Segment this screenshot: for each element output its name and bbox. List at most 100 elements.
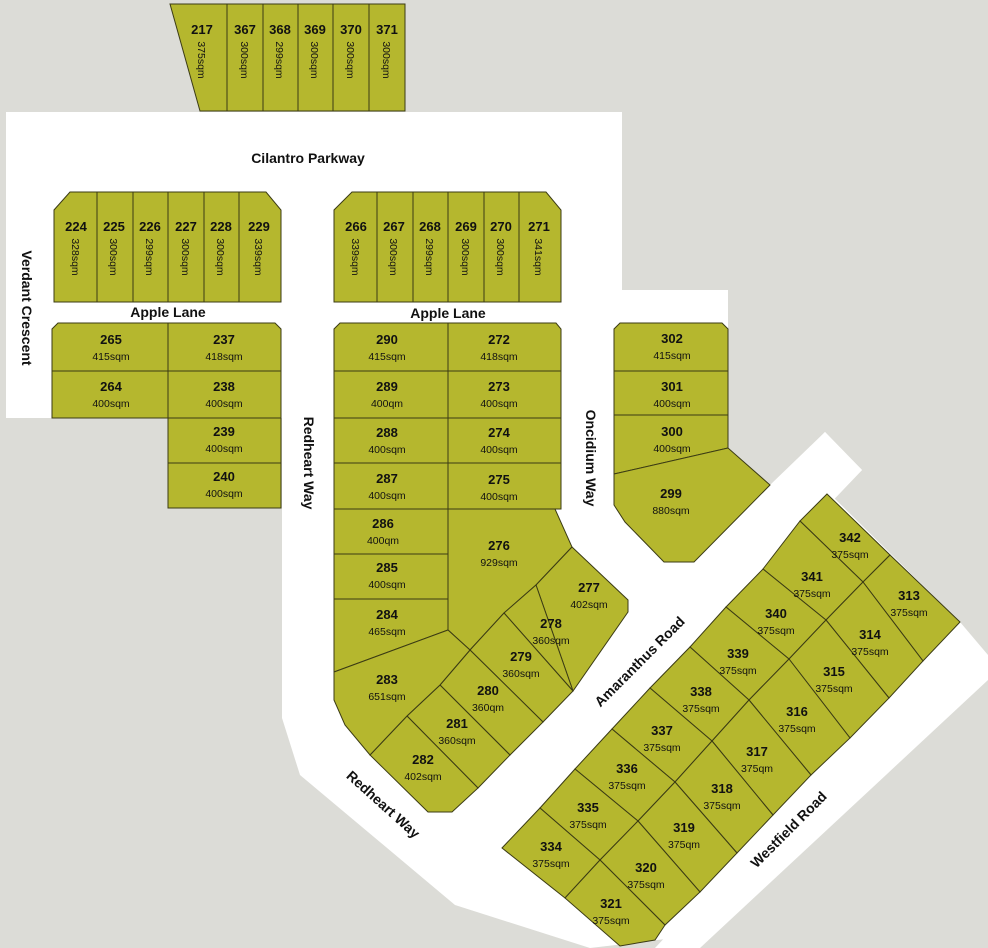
lot-area-336: 375sqm <box>608 780 646 792</box>
lot-area-314: 375sqm <box>851 646 889 658</box>
lot-228[interactable] <box>203 191 240 303</box>
lot-number-318: 318 <box>711 781 733 796</box>
lot-number-317: 317 <box>746 744 768 759</box>
lot-area-225: 300sqm <box>107 238 119 276</box>
lot-number-225: 225 <box>103 219 125 234</box>
lot-number-367: 367 <box>234 22 256 37</box>
road-label-redheart-vertical: Redheart Way <box>301 417 317 510</box>
lot-number-273: 273 <box>488 379 510 394</box>
lot-number-342: 342 <box>839 530 861 545</box>
lot-288[interactable] <box>333 417 449 464</box>
block-224-229 <box>53 191 282 303</box>
road-label-cilantro: Cilantro Parkway <box>251 150 365 166</box>
lot-number-302: 302 <box>661 331 683 346</box>
lot-275[interactable] <box>447 462 562 510</box>
lot-277[interactable] <box>535 546 629 693</box>
lot-370[interactable] <box>332 3 370 112</box>
lot-238[interactable] <box>167 370 282 419</box>
lot-287[interactable] <box>333 462 449 510</box>
lot-237[interactable] <box>167 322 282 372</box>
lot-number-266: 266 <box>345 219 367 234</box>
lot-229[interactable] <box>238 191 282 303</box>
lot-227[interactable] <box>167 191 205 303</box>
lot-number-337: 337 <box>651 723 673 738</box>
lot-285[interactable] <box>333 553 449 600</box>
lot-number-316: 316 <box>786 704 808 719</box>
lot-number-371: 371 <box>376 22 398 37</box>
lot-number-341: 341 <box>801 569 823 584</box>
lot-area-277: 402sqm <box>570 599 608 611</box>
lot-number-320: 320 <box>635 860 657 875</box>
lot-number-238: 238 <box>213 379 235 394</box>
lot-265[interactable] <box>51 322 169 372</box>
lot-240[interactable] <box>167 462 282 509</box>
block-diagonal <box>501 493 961 947</box>
lot-271[interactable] <box>518 191 562 303</box>
lot-area-272: 418sqm <box>480 351 518 363</box>
lot-368[interactable] <box>262 3 299 112</box>
lot-area-275: 400sqm <box>480 491 518 503</box>
lot-area-237: 418sqm <box>205 351 243 363</box>
lot-area-288: 400sqm <box>368 444 406 456</box>
lot-369[interactable] <box>297 3 334 112</box>
lot-area-282: 402sqm <box>404 771 442 783</box>
lot-area-290: 415sqm <box>368 351 406 363</box>
lot-225[interactable] <box>96 191 134 303</box>
lot-area-321: 375sqm <box>592 915 630 927</box>
lot-area-224: 328sqm <box>69 238 81 276</box>
lot-267[interactable] <box>376 191 414 303</box>
lot-283[interactable] <box>333 629 471 756</box>
block-top <box>169 3 406 112</box>
block-266-271 <box>333 191 562 303</box>
lot-273[interactable] <box>447 370 562 419</box>
lot-area-270: 300sqm <box>494 238 506 276</box>
lot-area-281: 360sqm <box>438 735 476 747</box>
lot-224[interactable] <box>53 191 98 303</box>
lot-area-340: 375sqm <box>757 625 795 637</box>
road-label-apple-right: Apple Lane <box>410 305 486 321</box>
lot-area-334: 375sqm <box>532 858 570 870</box>
lot-272[interactable] <box>447 322 562 372</box>
road-area-westfield <box>655 622 988 948</box>
lot-area-370: 300sqm <box>344 41 356 79</box>
lot-area-371: 300sqm <box>380 41 392 79</box>
lot-270[interactable] <box>483 191 520 303</box>
lot-274[interactable] <box>447 417 562 464</box>
lot-area-286: 400qm <box>367 535 399 547</box>
lot-269[interactable] <box>447 191 485 303</box>
lot-area-299: 880sqm <box>652 505 690 517</box>
lot-number-237: 237 <box>213 332 235 347</box>
lot-264[interactable] <box>51 370 169 419</box>
lot-number-227: 227 <box>175 219 197 234</box>
lot-289[interactable] <box>333 370 449 419</box>
lot-321[interactable] <box>564 859 666 947</box>
lot-299[interactable] <box>613 447 771 563</box>
lot-area-238: 400sqm <box>205 398 243 410</box>
lot-area-229: 339sqm <box>252 238 264 276</box>
lot-286[interactable] <box>333 508 449 555</box>
lot-number-282: 282 <box>412 752 434 767</box>
lot-area-267: 300sqm <box>387 238 399 276</box>
lot-number-319: 319 <box>673 820 695 835</box>
lot-266[interactable] <box>333 191 378 303</box>
lot-area-369: 300sqm <box>308 41 320 79</box>
lot-number-315: 315 <box>823 664 845 679</box>
block-center <box>333 322 629 813</box>
lot-239[interactable] <box>167 417 282 464</box>
lot-area-276: 929sqm <box>480 557 518 569</box>
lot-number-271: 271 <box>528 219 550 234</box>
lot-area-274: 400sqm <box>480 444 518 456</box>
lot-371[interactable] <box>368 3 406 112</box>
road-area-amaranthus <box>465 432 862 850</box>
lot-number-226: 226 <box>139 219 161 234</box>
lot-area-316: 375sqm <box>778 723 816 735</box>
lot-area-265: 415sqm <box>92 351 130 363</box>
lot-268[interactable] <box>412 191 449 303</box>
lot-number-301: 301 <box>661 379 683 394</box>
lot-290[interactable] <box>333 322 449 372</box>
lot-number-336: 336 <box>616 761 638 776</box>
lot-number-279: 279 <box>510 649 532 664</box>
lot-number-240: 240 <box>213 469 235 484</box>
lot-area-280: 360qm <box>472 702 504 714</box>
lot-number-274: 274 <box>488 425 510 440</box>
